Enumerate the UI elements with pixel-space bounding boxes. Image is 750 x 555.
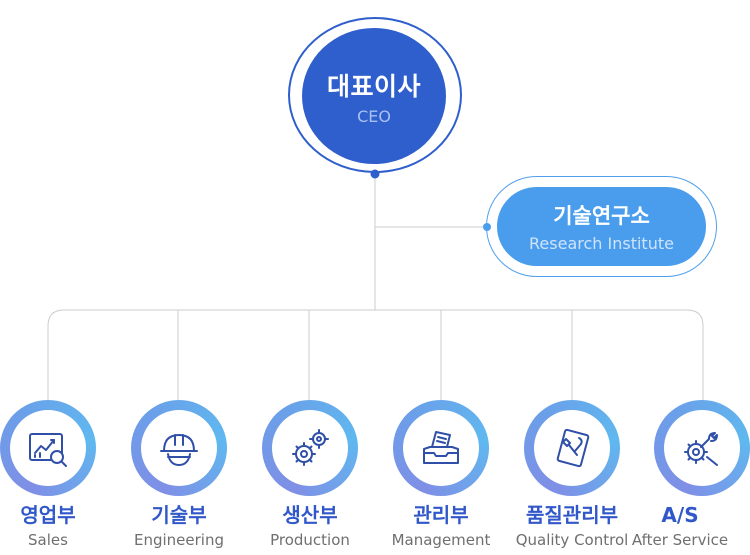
- ceo-node: 대표이사 CEO: [302, 28, 446, 164]
- dept-name-ko: 생산부: [282, 503, 338, 527]
- dept-label-production: 생산부 Production: [240, 502, 380, 550]
- dept-name-en: After Service: [631, 531, 729, 549]
- lab-outer-ring: [486, 176, 717, 277]
- dept-name-en: Quality Control: [515, 531, 629, 549]
- dept-name-ko: 관리부: [413, 503, 469, 527]
- dept-node-sales: [0, 400, 96, 496]
- gears-icon: [292, 429, 329, 466]
- sales-chart-magnifier-icon: [29, 433, 67, 467]
- lab-node: 기술연구소 Research Institute: [497, 187, 706, 266]
- hard-hat-icon: [160, 434, 198, 466]
- dept-name-en: Management: [391, 531, 491, 549]
- dept-name-en: Production: [270, 531, 350, 549]
- dept-node-production: [262, 400, 358, 496]
- lab-title-en: Research Institute: [529, 234, 674, 253]
- dept-label-sales: 영업부 Sales: [0, 502, 118, 550]
- dept-label-after-service: A/S After Service: [610, 502, 750, 550]
- dept-label-quality-control: 품질관리부 Quality Control: [502, 502, 642, 550]
- dept-node-quality-control: [524, 400, 620, 496]
- dept-name-ko: 기술부: [151, 503, 207, 527]
- ceo-outer-ring: [288, 17, 462, 173]
- lab-title-ko: 기술연구소: [553, 204, 650, 228]
- ceo-title-en: CEO: [357, 106, 391, 126]
- document-tray-icon: [423, 431, 459, 464]
- wrench-gear-icon: [684, 432, 718, 466]
- dept-name-en: Engineering: [134, 531, 224, 549]
- dept-name-ko: 품질관리부: [526, 503, 618, 527]
- dept-label-engineering: 기술부 Engineering: [109, 502, 249, 550]
- dept-name-en: Sales: [28, 531, 68, 549]
- dept-name-ko: A/S: [661, 503, 699, 527]
- dept-node-engineering: [131, 400, 227, 496]
- ceo-title-ko: 대표이사: [326, 71, 421, 101]
- dept-node-after-service: [654, 400, 750, 496]
- dept-name-ko: 영업부: [20, 503, 76, 527]
- dept-node-management: [393, 400, 489, 496]
- dept-label-management: 관리부 Management: [371, 502, 511, 550]
- tools-clipboard-icon: [556, 428, 590, 468]
